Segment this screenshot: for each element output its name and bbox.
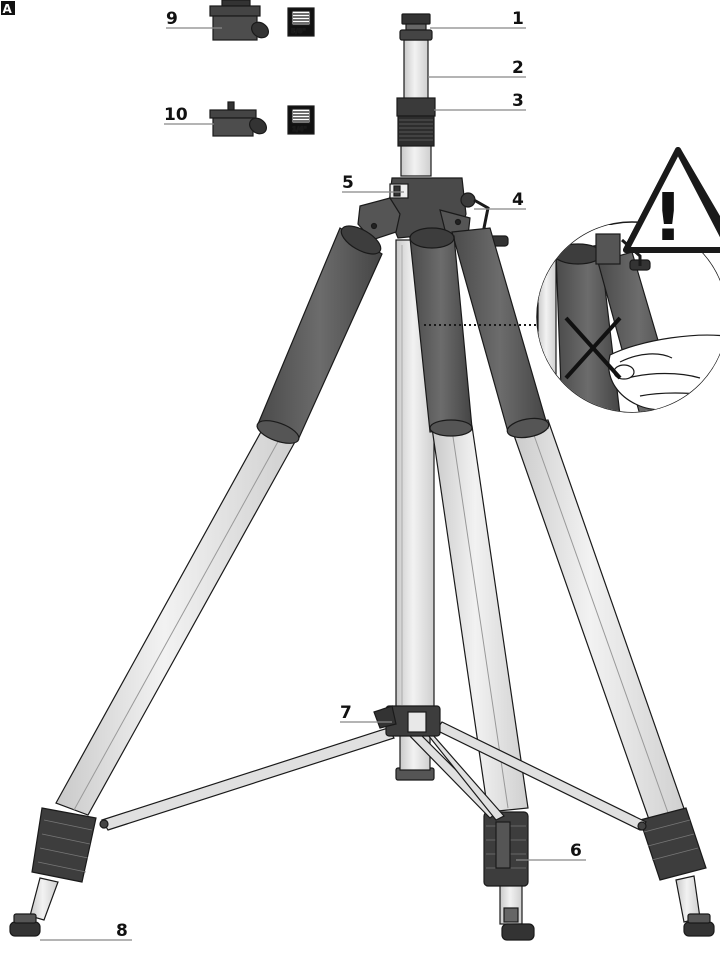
leg-front: [409, 227, 535, 941]
callout-4: 4: [512, 190, 524, 210]
warning-symbol: !: [653, 179, 683, 256]
warning-detail: !: [424, 147, 720, 413]
callout-10: 10: [164, 105, 188, 125]
thread-size-large: 5/8": [291, 27, 306, 35]
callout-9: 9: [166, 9, 178, 29]
spreader: [99, 705, 647, 831]
leg-left: [9, 225, 383, 937]
callout-5: 5: [342, 173, 354, 193]
leg-right: [451, 227, 715, 937]
thread-size-small: 1/4": [292, 125, 307, 133]
adapter-small: 1/4": [209, 101, 315, 137]
callout-1: 1: [512, 9, 524, 29]
callout-labels: 1 2 3 4 5 6 7 8 9 10: [116, 9, 582, 941]
callout-7: 7: [340, 703, 352, 723]
callout-3: 3: [512, 91, 524, 111]
figure-badge-label: A: [3, 2, 13, 16]
detail-zoom: [537, 225, 720, 412]
adapter-large: 5/8": [209, 0, 315, 41]
callouts: [40, 27, 586, 941]
callout-2: 2: [512, 58, 524, 78]
figure-badge: A: [1, 1, 15, 16]
callout-6: 6: [570, 841, 582, 861]
warning-icon: !: [623, 147, 720, 256]
callout-8: 8: [116, 921, 128, 941]
